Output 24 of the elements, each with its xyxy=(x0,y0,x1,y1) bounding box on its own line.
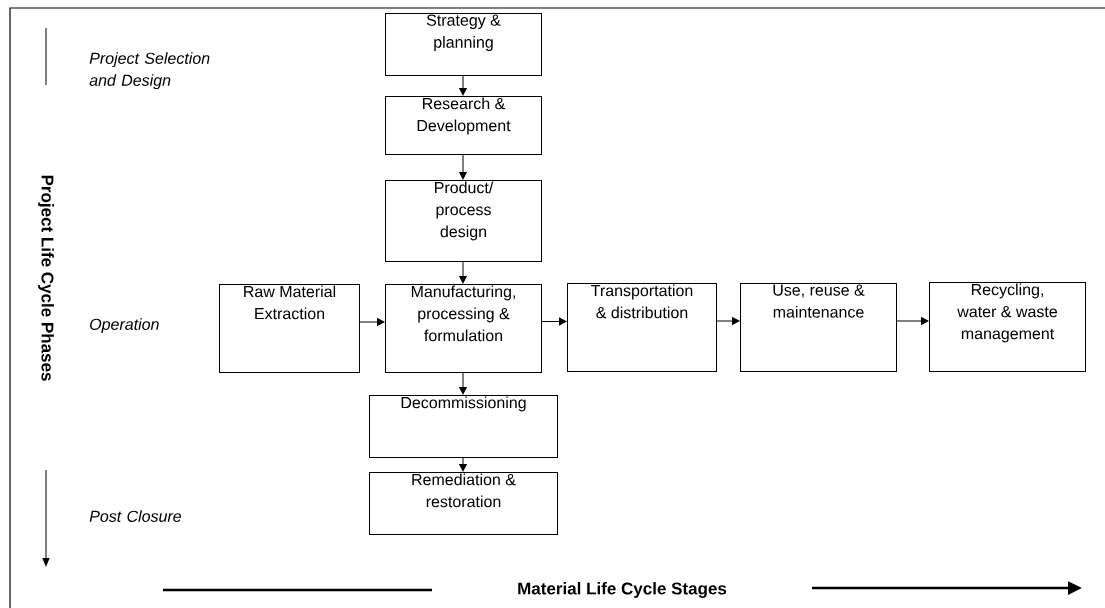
process-box: Raw Material Extraction xyxy=(219,284,360,373)
arrow xyxy=(716,317,740,325)
arrow xyxy=(459,154,467,180)
arrow xyxy=(459,372,467,395)
process-box: Manufacturing, processing & formulation xyxy=(385,284,542,373)
axis-title: Material Life Cycle Stages xyxy=(518,582,727,598)
process-box: Research & Development xyxy=(385,96,542,155)
arrow xyxy=(541,317,567,326)
phase-label: Post Closure xyxy=(89,510,182,522)
process-box: Product/ process design xyxy=(385,180,542,262)
process-box: Decommissioning xyxy=(369,395,558,458)
process-box: Strategy & planning xyxy=(385,13,542,76)
arrow xyxy=(459,457,467,472)
process-box: Use, reuse & maintenance xyxy=(740,283,897,372)
arrow xyxy=(359,318,385,326)
process-box: Remediation & restoration xyxy=(369,472,558,535)
process-box: Transportation & distribution xyxy=(567,283,717,372)
arrow xyxy=(459,261,467,284)
phase-label: Operation xyxy=(90,318,159,334)
phase-label: Project Selection and Design xyxy=(89,52,210,90)
process-box: Recycling, water & waste management xyxy=(929,282,1086,372)
axis-title: Project Life Cycle Phases xyxy=(38,175,54,381)
arrow xyxy=(459,75,467,96)
arrow xyxy=(896,317,929,325)
